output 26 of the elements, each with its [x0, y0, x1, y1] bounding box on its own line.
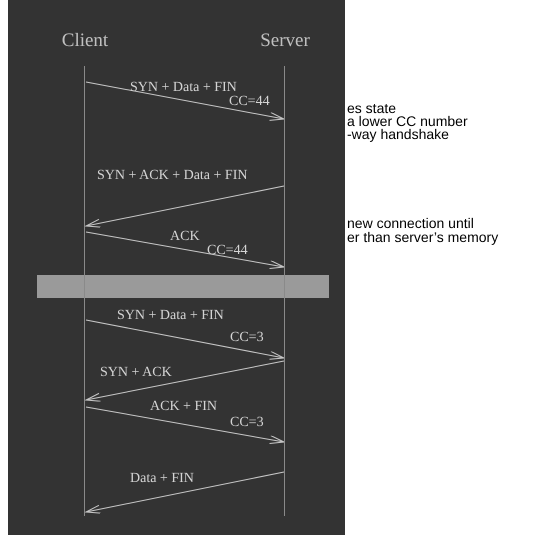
note-text: new connection until [347, 216, 474, 230]
note-text: es state [347, 101, 396, 115]
note-text: er than server’s memory [347, 230, 498, 244]
edge-label: ACK [170, 229, 200, 245]
parameter-label: CC=3 [230, 330, 264, 346]
edge-label: SYN + Data + FIN [117, 308, 224, 324]
parameter-label: CC=44 [207, 243, 248, 259]
participant-label: Client [62, 30, 108, 52]
message-arrow [86, 360, 284, 402]
parameter-label: CC=44 [229, 94, 270, 110]
edge-label: ACK + FIN [150, 399, 218, 415]
edge-label: Data + FIN [130, 471, 194, 487]
message-arrow [86, 472, 284, 514]
break-band [37, 275, 329, 298]
message-arrow [86, 82, 284, 121]
message-arrow [86, 406, 284, 444]
message-arrow [86, 320, 284, 360]
parameter-label: CC=3 [230, 415, 264, 431]
edge-label: SYN + Data + FIN [130, 80, 237, 96]
participant-label: Server [260, 30, 310, 52]
edge-label: SYN + ACK + Data + FIN [97, 168, 248, 184]
message-arrow [86, 186, 284, 228]
message-arrow [86, 232, 284, 269]
note-text: a lower CC number [347, 114, 468, 128]
note-text: -way handshake [347, 127, 449, 141]
edge-label: SYN + ACK [100, 365, 172, 381]
